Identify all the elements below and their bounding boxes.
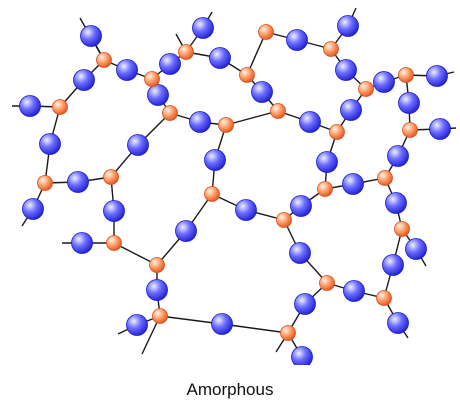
blue-sphere-icon [159, 53, 181, 75]
blue-sphere-icon [235, 199, 257, 221]
blue-sphere-icon [373, 71, 395, 93]
blue-sphere-icon [147, 84, 169, 106]
blue-sphere-icon [204, 149, 226, 171]
blue-sphere-icon [337, 15, 359, 37]
orange-sphere-icon [218, 117, 234, 133]
orange-sphere-icon [239, 67, 255, 83]
blue-sphere-icon [405, 238, 427, 260]
orange-sphere-icon [319, 275, 335, 291]
blue-sphere-icon [127, 134, 149, 156]
blue-sphere-icon [22, 198, 44, 220]
orange-sphere-icon [280, 325, 296, 341]
diagram-caption: Amorphous [186, 380, 274, 399]
orange-sphere-icon [317, 181, 333, 197]
blue-sphere-icon [286, 29, 308, 51]
orange-sphere-icon [144, 71, 160, 87]
bond-line [113, 242, 158, 266]
blue-sphere-icon [211, 313, 233, 335]
orange-sphere-icon [323, 41, 339, 57]
blue-sphere-icon [387, 312, 409, 334]
blue-sphere-icon [382, 254, 404, 276]
blue-sphere-icon [290, 195, 312, 217]
amorphous-network-diagram [12, 7, 457, 365]
blue-sphere-icon [209, 47, 231, 69]
blue-sphere-icon [19, 95, 41, 117]
blue-sphere-icon [126, 314, 148, 336]
orange-sphere-icon [398, 67, 414, 83]
blue-sphere-icon [39, 133, 61, 155]
orange-sphere-icon [204, 186, 220, 202]
orange-sphere-icon [162, 105, 178, 121]
blue-sphere-icon [342, 173, 364, 195]
blue-sphere-icon [316, 151, 338, 173]
orange-sphere-icon [258, 24, 274, 40]
blue-sphere-icon [387, 145, 409, 167]
orange-sphere-icon [178, 44, 194, 60]
blue-sphere-icon [103, 200, 125, 222]
orange-sphere-icon [276, 212, 292, 228]
blue-sphere-icon [67, 171, 89, 193]
blue-sphere-icon [335, 59, 357, 81]
blue-sphere-icon [291, 346, 313, 365]
orange-sphere-icon [106, 235, 122, 251]
orange-sphere-icon [96, 52, 112, 68]
blue-sphere-icon [175, 220, 197, 242]
blue-sphere-icon [192, 17, 214, 39]
bond-line [221, 323, 289, 334]
blue-sphere-icon [385, 192, 407, 214]
blue-sphere-icon [294, 293, 316, 315]
orange-sphere-icon [152, 308, 168, 324]
orange-sphere-icon [377, 170, 393, 186]
blue-sphere-icon [299, 111, 321, 133]
orange-sphere-icon [358, 81, 374, 97]
orange-sphere-icon [394, 221, 410, 237]
atom-layer [19, 15, 451, 365]
blue-sphere-icon [429, 118, 451, 140]
orange-sphere-icon [270, 103, 286, 119]
blue-sphere-icon [398, 92, 420, 114]
blue-sphere-icon [251, 81, 273, 103]
blue-sphere-icon [289, 242, 311, 264]
blue-sphere-icon [343, 280, 365, 302]
orange-sphere-icon [52, 99, 68, 115]
blue-sphere-icon [116, 59, 138, 81]
orange-sphere-icon [149, 257, 165, 273]
bond-line [225, 110, 279, 126]
orange-sphere-icon [329, 124, 345, 140]
orange-sphere-icon [376, 290, 392, 306]
orange-sphere-icon [402, 122, 418, 138]
blue-sphere-icon [189, 111, 211, 133]
blue-sphere-icon [340, 99, 362, 121]
blue-sphere-icon [73, 69, 95, 91]
blue-sphere-icon [426, 65, 448, 87]
orange-sphere-icon [103, 169, 119, 185]
orange-sphere-icon [37, 175, 53, 191]
blue-sphere-icon [71, 232, 93, 254]
blue-sphere-icon [80, 25, 102, 47]
blue-sphere-icon [146, 279, 168, 301]
